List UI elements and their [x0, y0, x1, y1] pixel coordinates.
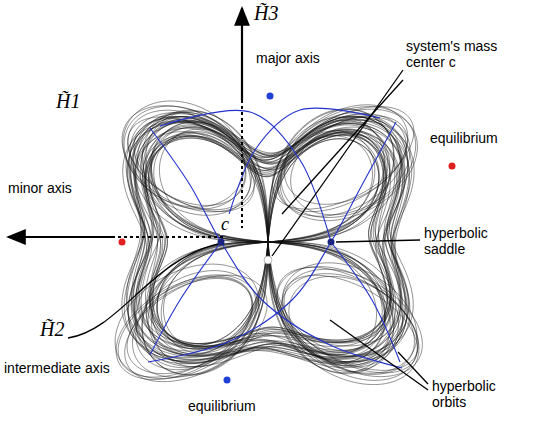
orbit-curve [134, 119, 250, 210]
callout-text: hyperbolic saddle [424, 225, 504, 257]
orbit-curve [142, 130, 393, 350]
orbit-curve [115, 264, 258, 378]
orbit-curve [280, 109, 417, 220]
orbit-curve [282, 263, 417, 373]
equilibrium-dot [224, 377, 231, 384]
h1-axis-dotted [112, 236, 225, 238]
axis-name: minor axis [8, 180, 72, 196]
orbit-curve [133, 121, 404, 357]
separatrix-curve [150, 242, 221, 355]
orbit-curve [283, 275, 418, 373]
orbit-curve [123, 101, 245, 207]
orbit-curve [128, 117, 255, 212]
equilibrium-dot [267, 93, 274, 100]
points [119, 93, 456, 384]
saddle-dot [328, 239, 335, 246]
separatrix-curve [221, 108, 380, 242]
orbit-curve [128, 117, 408, 362]
orbit-curve [133, 122, 402, 357]
h3-axis [241, 8, 243, 100]
leader-lines [68, 70, 428, 390]
leader-line [68, 244, 218, 338]
orbit-curve [131, 120, 405, 360]
axis-symbol: H̃2 [40, 318, 64, 341]
orbit-curve [122, 112, 414, 367]
callout-text: hyperbolic orbits [432, 378, 512, 410]
axis-name: intermediate axis [4, 360, 110, 376]
orbit-curve [281, 274, 419, 385]
equilibrium-dot [449, 163, 456, 170]
orbit-curve [136, 271, 256, 370]
axis-symbol: H̃3 [254, 2, 278, 25]
point-name: equilibrium [188, 398, 256, 414]
leader-line [272, 70, 403, 256]
orbit-curve [127, 278, 252, 373]
h1-axis [8, 236, 112, 238]
orbit-curve [284, 105, 407, 204]
orbit-curve [139, 127, 396, 351]
point-name: equilibrium [430, 130, 498, 146]
chaotic-orbits [115, 101, 422, 385]
orbit-curve [131, 121, 404, 359]
hyperbolic-orbits [148, 108, 402, 368]
orbit-curve [124, 106, 245, 209]
orbit-curve [127, 116, 409, 363]
point-symbol: c [220, 214, 230, 235]
orbit-curve [276, 267, 414, 375]
h3-axis-dotted [241, 100, 243, 228]
separatrix-curve [150, 128, 402, 368]
leader-line [282, 80, 403, 214]
separatrix-curve [160, 110, 331, 242]
orbit-curve [138, 126, 398, 353]
axis-symbol: H̃1 [56, 90, 80, 113]
orbit-curve [135, 124, 400, 356]
separatrix-curve [331, 242, 400, 362]
orbit-curve [289, 276, 418, 380]
orbit-curve [128, 117, 409, 363]
saddle-dot [218, 239, 225, 246]
equilibrium-dot [119, 239, 126, 246]
mass-center-dot [264, 256, 272, 264]
orbit-curve [291, 117, 410, 215]
orbit-curve [126, 115, 410, 364]
callout-text: system's mass center c [406, 38, 526, 70]
axis-name: major axis [256, 50, 320, 66]
orbit-curve [127, 116, 409, 362]
leader-line [330, 320, 428, 390]
orbit-curve [125, 275, 267, 381]
axes [8, 8, 242, 237]
leader-line [336, 240, 420, 242]
